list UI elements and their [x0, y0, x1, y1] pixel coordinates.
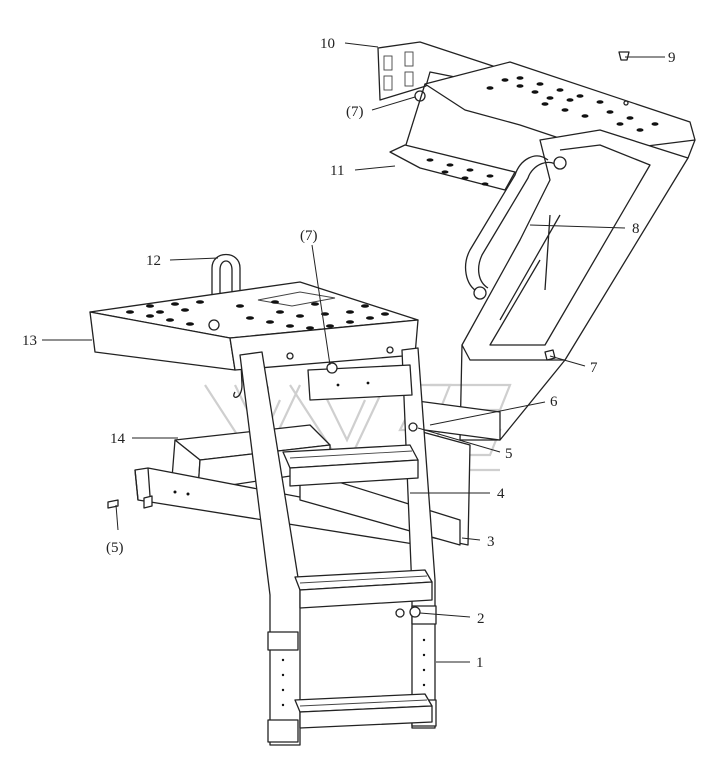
callout-1: 1	[476, 655, 484, 671]
callout-6: 6	[550, 394, 558, 410]
callout-5-paren: (5)	[106, 540, 124, 556]
leader-lines	[42, 42, 665, 663]
callout-7-paren-upper: (7)	[346, 104, 364, 120]
upper-platform-holes	[486, 76, 659, 132]
callout-5: 5	[505, 446, 513, 462]
callout-9: 9	[668, 50, 676, 66]
callout-10: 10	[320, 36, 335, 52]
callout-4: 4	[497, 486, 505, 502]
callout-8: 8	[632, 221, 640, 237]
callout-12: 12	[146, 253, 161, 269]
handrail-right	[464, 155, 567, 300]
ladder-step-2	[294, 569, 433, 609]
tread-plate	[389, 144, 516, 191]
ladder-frame	[239, 347, 437, 746]
bolts	[107, 51, 630, 618]
callout-2: 2	[477, 611, 485, 627]
callout-7: 7	[590, 360, 598, 376]
callout-11: 11	[330, 163, 344, 179]
callout-7-paren-middle: (7)	[300, 228, 318, 244]
side-frame	[459, 129, 689, 441]
ladder-step-1	[282, 444, 419, 487]
mounting-bracket	[377, 41, 506, 102]
ladder-step-3	[294, 693, 433, 729]
callout-labels: 10 9 (7) 11 8 12 (7) 13 7 6 5 14 4 (5) 3…	[22, 36, 676, 671]
callout-13: 13	[22, 333, 37, 349]
lower-platform-holes	[126, 300, 389, 330]
callout-3: 3	[487, 534, 495, 550]
callout-14: 14	[110, 431, 126, 447]
